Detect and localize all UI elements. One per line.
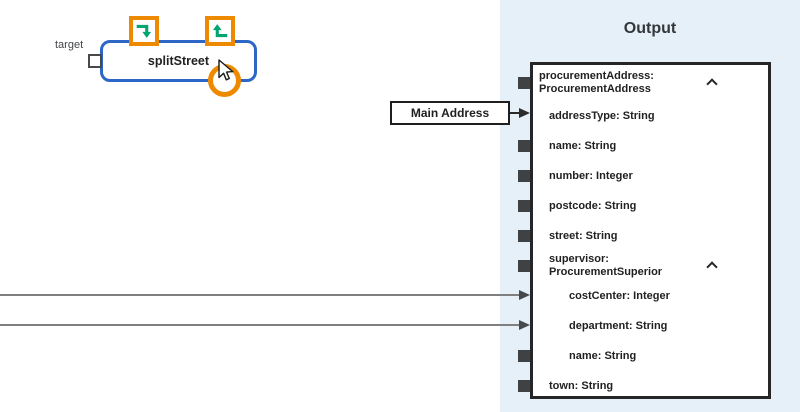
tree-row-label: number: Integer [549, 169, 633, 182]
mapping-arrowhead-costcenter [519, 290, 530, 300]
output-panel-title: Output [623, 20, 677, 37]
tree-row-addressType[interactable]: addressType: String [533, 101, 768, 131]
tree-row-label: name: String [549, 139, 617, 152]
tree-row-label: name: String [569, 349, 637, 362]
main-address-annotation[interactable]: Main Address [390, 101, 510, 125]
turn-up-arrow-glyph [212, 24, 228, 38]
tree-row-department[interactable]: department: String [533, 311, 768, 341]
tree-row-label: postcode: String [549, 199, 637, 212]
connector-port-square[interactable] [518, 170, 530, 182]
connector-port-square[interactable] [518, 350, 530, 362]
target-port-label: target [55, 39, 84, 51]
tree-row-postcode[interactable]: postcode: String [518, 191, 768, 221]
turn-down-arrow-glyph [136, 24, 152, 38]
mapping-arrowhead-main-address [519, 108, 530, 118]
mapping-arrowhead-department [519, 320, 530, 330]
tree-row-name[interactable]: name: String [518, 341, 768, 371]
connector-port-square[interactable] [518, 260, 530, 272]
tree-row-label: supervisor: ProcurementSuperior [549, 253, 663, 278]
tree-row-label: department: String [569, 319, 668, 332]
turn-down-arrow-icon[interactable] [129, 16, 159, 46]
tree-row-label: procurementAddress: ProcurementAddress [539, 70, 654, 95]
connector-port-square[interactable] [518, 77, 530, 89]
connector-port-square[interactable] [518, 380, 530, 392]
main-address-label: Main Address [410, 106, 490, 120]
collapse-chevron-icon[interactable] [706, 261, 718, 273]
tree-row-costCenter[interactable]: costCenter: Integer [533, 281, 768, 311]
tree-row-label: town: String [549, 379, 614, 392]
tree-row-label: street: String [549, 229, 618, 242]
collapse-chevron-icon[interactable] [706, 78, 718, 90]
tree-row-number[interactable]: number: Integer [518, 161, 768, 191]
tree-row-procurementAddress[interactable]: procurementAddress: ProcurementAddress [518, 65, 768, 101]
tree-row-label: costCenter: Integer [569, 289, 670, 302]
turn-up-arrow-icon[interactable] [205, 16, 235, 46]
target-connector-port[interactable] [88, 54, 102, 68]
mapping-line-main-address[interactable] [509, 112, 520, 114]
tree-row-label: addressType: String [549, 109, 655, 122]
tree-row-supervisor[interactable]: supervisor: ProcurementSuperior [518, 251, 768, 281]
mapping-line-department[interactable] [0, 324, 520, 326]
output-tree: procurementAddress: ProcurementAddress ad… [518, 62, 771, 401]
connector-port-square[interactable] [518, 230, 530, 242]
mouse-cursor-icon [218, 59, 234, 81]
tree-row-street[interactable]: street: String [518, 221, 768, 251]
tree-row-town[interactable]: town: String [518, 371, 768, 401]
function-node-label: splitStreet [147, 54, 210, 68]
connector-port-square[interactable] [518, 140, 530, 152]
mapping-line-costcenter[interactable] [0, 294, 520, 296]
connector-port-square[interactable] [518, 200, 530, 212]
tree-row-name[interactable]: name: String [518, 131, 768, 161]
